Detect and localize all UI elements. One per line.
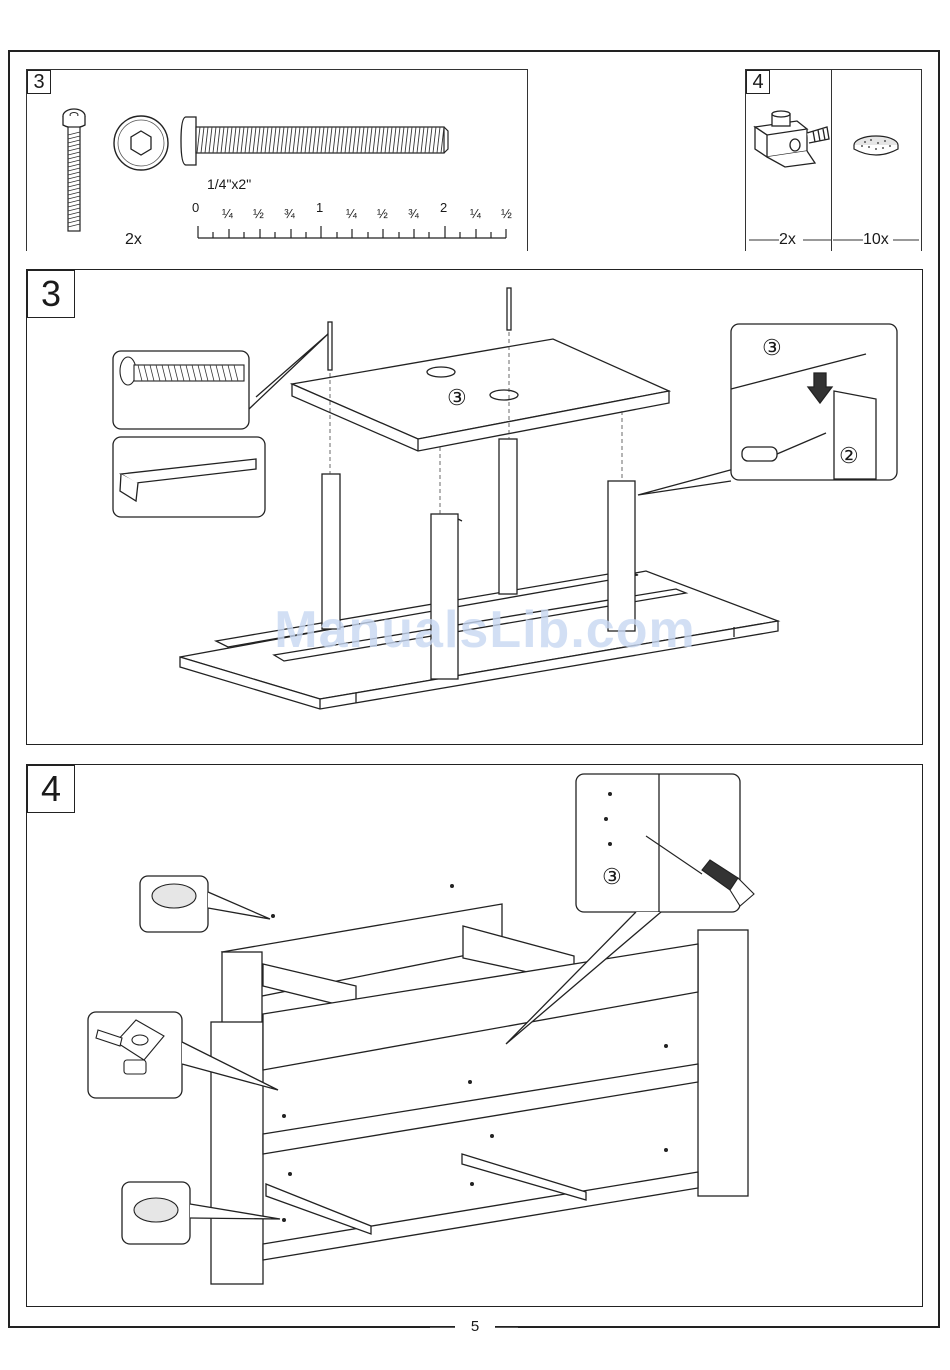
- page-number: 5: [455, 1318, 495, 1335]
- pad-quantity: 10x: [863, 231, 889, 249]
- step3-detail-ref-2: ②: [839, 443, 859, 469]
- watermark: ManualsLib.com: [260, 600, 710, 660]
- step4-detail-ref: ③: [602, 864, 622, 890]
- ruler-tick-label: ½: [253, 206, 264, 221]
- ruler-tick-label: ¼: [346, 206, 357, 221]
- step4-assembly-illustration: [26, 764, 923, 1307]
- callout-screw-frame: [576, 774, 740, 912]
- ruler-tick-label: ½: [377, 206, 388, 221]
- hardware-illustration: [26, 69, 528, 251]
- ruler-tick-label: ¼: [470, 206, 481, 221]
- ruler-tick-label: 1: [316, 200, 323, 215]
- ruler-tick-label: 0: [192, 200, 199, 215]
- felt-pad-icon: [854, 136, 898, 155]
- step3-detail-ref: ③: [762, 335, 782, 361]
- ruler-tick-label: ¾: [408, 206, 419, 221]
- hardware-illustration-step4: [745, 69, 922, 251]
- bolt-vertical-icon: [63, 109, 85, 231]
- clip-quantity: 2x: [779, 231, 796, 249]
- bolt-size-label: 1/4"x2": [207, 176, 251, 192]
- top-panel: [292, 339, 669, 439]
- step3-ref-top-panel: ③: [447, 385, 467, 411]
- inch-ruler: [198, 226, 506, 238]
- leg-back-right: [499, 439, 517, 594]
- ruler-tick-label: ¾: [284, 206, 295, 221]
- front-leg-right: [698, 930, 748, 1196]
- clip-bracket-icon: [755, 111, 829, 167]
- ruler-tick-label: ¼: [222, 206, 233, 221]
- ruler-tick-label: 2: [440, 200, 447, 215]
- step3-assembly-illustration: [26, 269, 923, 745]
- ruler-tick-label: ½: [501, 206, 512, 221]
- parts-quantity: 2x: [125, 231, 142, 249]
- bolt-head-hex-icon: [114, 116, 168, 170]
